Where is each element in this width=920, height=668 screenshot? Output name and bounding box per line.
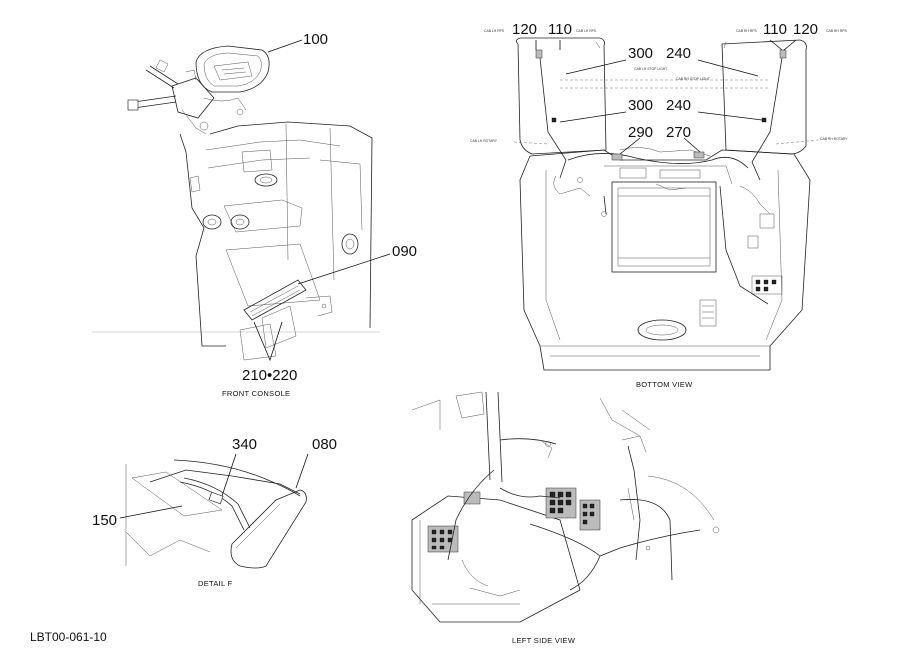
svg-text:CAB RH RPS: CAB RH RPS (736, 29, 757, 33)
svg-text:CAB LH RPS: CAB LH RPS (576, 29, 597, 33)
left-side-view (411, 391, 720, 623)
caption-left-side-view: LEFT SIDE VIEW (512, 636, 576, 645)
floor-mat-panel (230, 489, 307, 569)
callout-120-left: 120 (512, 21, 537, 38)
steering-wheel (195, 45, 270, 93)
callout-090: 090 (392, 243, 417, 260)
svg-text:CAB RH RPS: CAB RH RPS (826, 29, 847, 33)
callout-150: 150 (92, 512, 117, 529)
svg-text:CAB LH STOP LIGHT: CAB LH STOP LIGHT (634, 67, 667, 71)
steering-column (127, 59, 247, 135)
console-body (179, 121, 373, 347)
callout-300-upper: 300 (628, 45, 653, 62)
callout-340: 340 (232, 436, 257, 453)
svg-text:CAB RH STOP LIGHT: CAB RH STOP LIGHT (676, 77, 710, 81)
svg-text:CAB LH ROTARY: CAB LH ROTARY (470, 139, 498, 143)
leader-210-220 (253, 321, 283, 362)
drawing-number: LBT00-061-10 (30, 630, 107, 644)
callout-210-220: 210•220 (242, 367, 297, 384)
bottom-view: CAB LH RPS CAB LH RPS CAB RH RPS CAB RH … (470, 29, 848, 371)
callout-120-right: 120 (793, 21, 818, 38)
caption-bottom-view: BOTTOM VIEW (636, 380, 693, 389)
svg-text:CAB RH ROTARY: CAB RH ROTARY (820, 137, 848, 141)
detail-f-view (119, 453, 309, 569)
accelerator-pedal (239, 279, 333, 361)
callout-240-upper: 240 (666, 45, 691, 62)
caption-front-console: FRONT CONSOLE (222, 389, 290, 398)
callout-240-lower: 240 (666, 97, 691, 114)
callout-100: 100 (303, 31, 328, 48)
callout-270: 270 (666, 124, 691, 141)
caption-detail-f: DETAIL F (198, 579, 233, 588)
callout-110-left: 110 (548, 21, 572, 38)
leader-090 (297, 253, 391, 285)
leader-100 (267, 39, 303, 53)
callout-080: 080 (312, 436, 337, 453)
callout-300-lower: 300 (628, 97, 653, 114)
front-console-view (92, 39, 391, 362)
callout-110-right: 110 (763, 21, 787, 38)
svg-text:CAB LH RPS: CAB LH RPS (484, 29, 505, 33)
callout-290: 290 (628, 124, 653, 141)
